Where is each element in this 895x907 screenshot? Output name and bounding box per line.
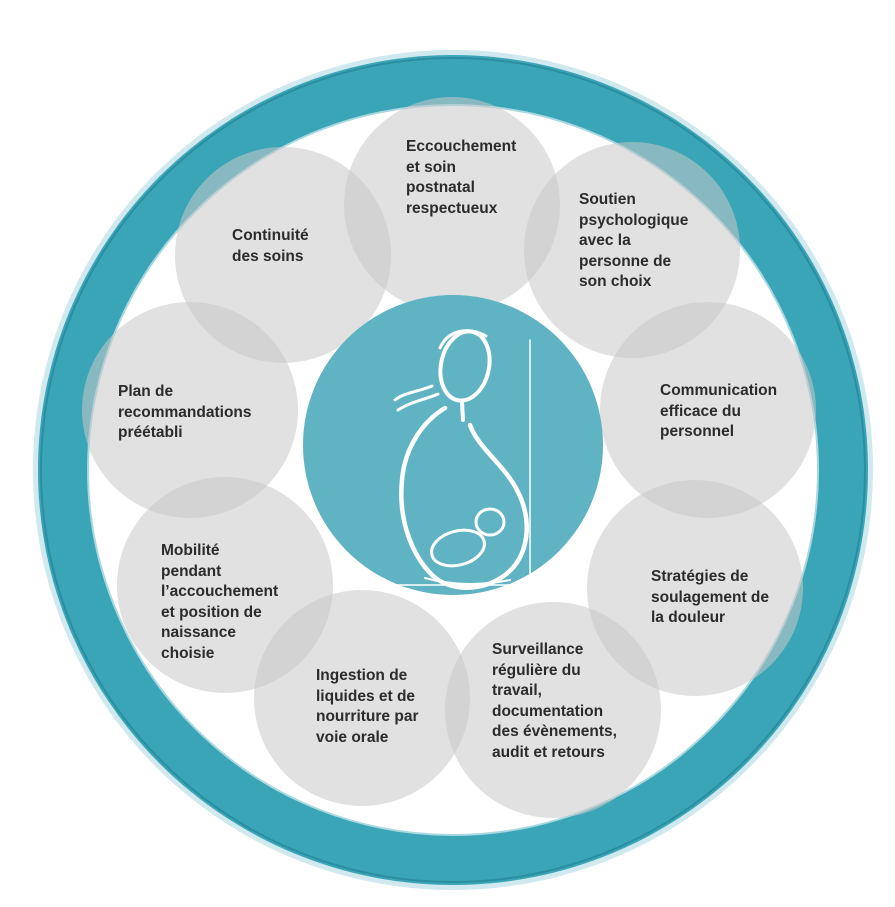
petal-circle-pain-relief xyxy=(587,480,803,696)
petal-label-plan: Plan de recommandations préétabli xyxy=(118,383,252,441)
petal-label-psychological-support: Soutien psychologique avec la personne d… xyxy=(579,191,689,290)
pregnant-woman-icon xyxy=(393,329,531,590)
petal-label-continuity: Continuité des soins xyxy=(232,227,309,265)
petal-circle-continuity xyxy=(175,147,391,363)
petal-label-communication: Communication efficace du personnel xyxy=(660,382,778,440)
petals-group xyxy=(82,97,816,818)
petal-circle-mobility xyxy=(117,477,333,693)
petal-circle-monitoring xyxy=(445,602,661,818)
petal-label-ingestion: Ingestion de liquides et de nourriture p… xyxy=(316,667,419,746)
petal-circle-respectful-care xyxy=(344,97,560,313)
petal-circle-psychological-support xyxy=(524,142,740,358)
petal-label-pain-relief: Stratégies de soulagement de la douleur xyxy=(651,568,769,626)
petal-circle-plan xyxy=(82,302,298,518)
petal-label-respectful-care: Eccouchement et soin postnatal respectue… xyxy=(406,138,517,217)
outer-ring-edge xyxy=(40,57,866,883)
petal-circle-communication xyxy=(600,302,816,518)
petal-label-monitoring: Surveillance régulière du travail, docum… xyxy=(492,641,617,761)
petal-label-mobility: Mobilité pendant l’accouchement et posit… xyxy=(161,542,279,662)
